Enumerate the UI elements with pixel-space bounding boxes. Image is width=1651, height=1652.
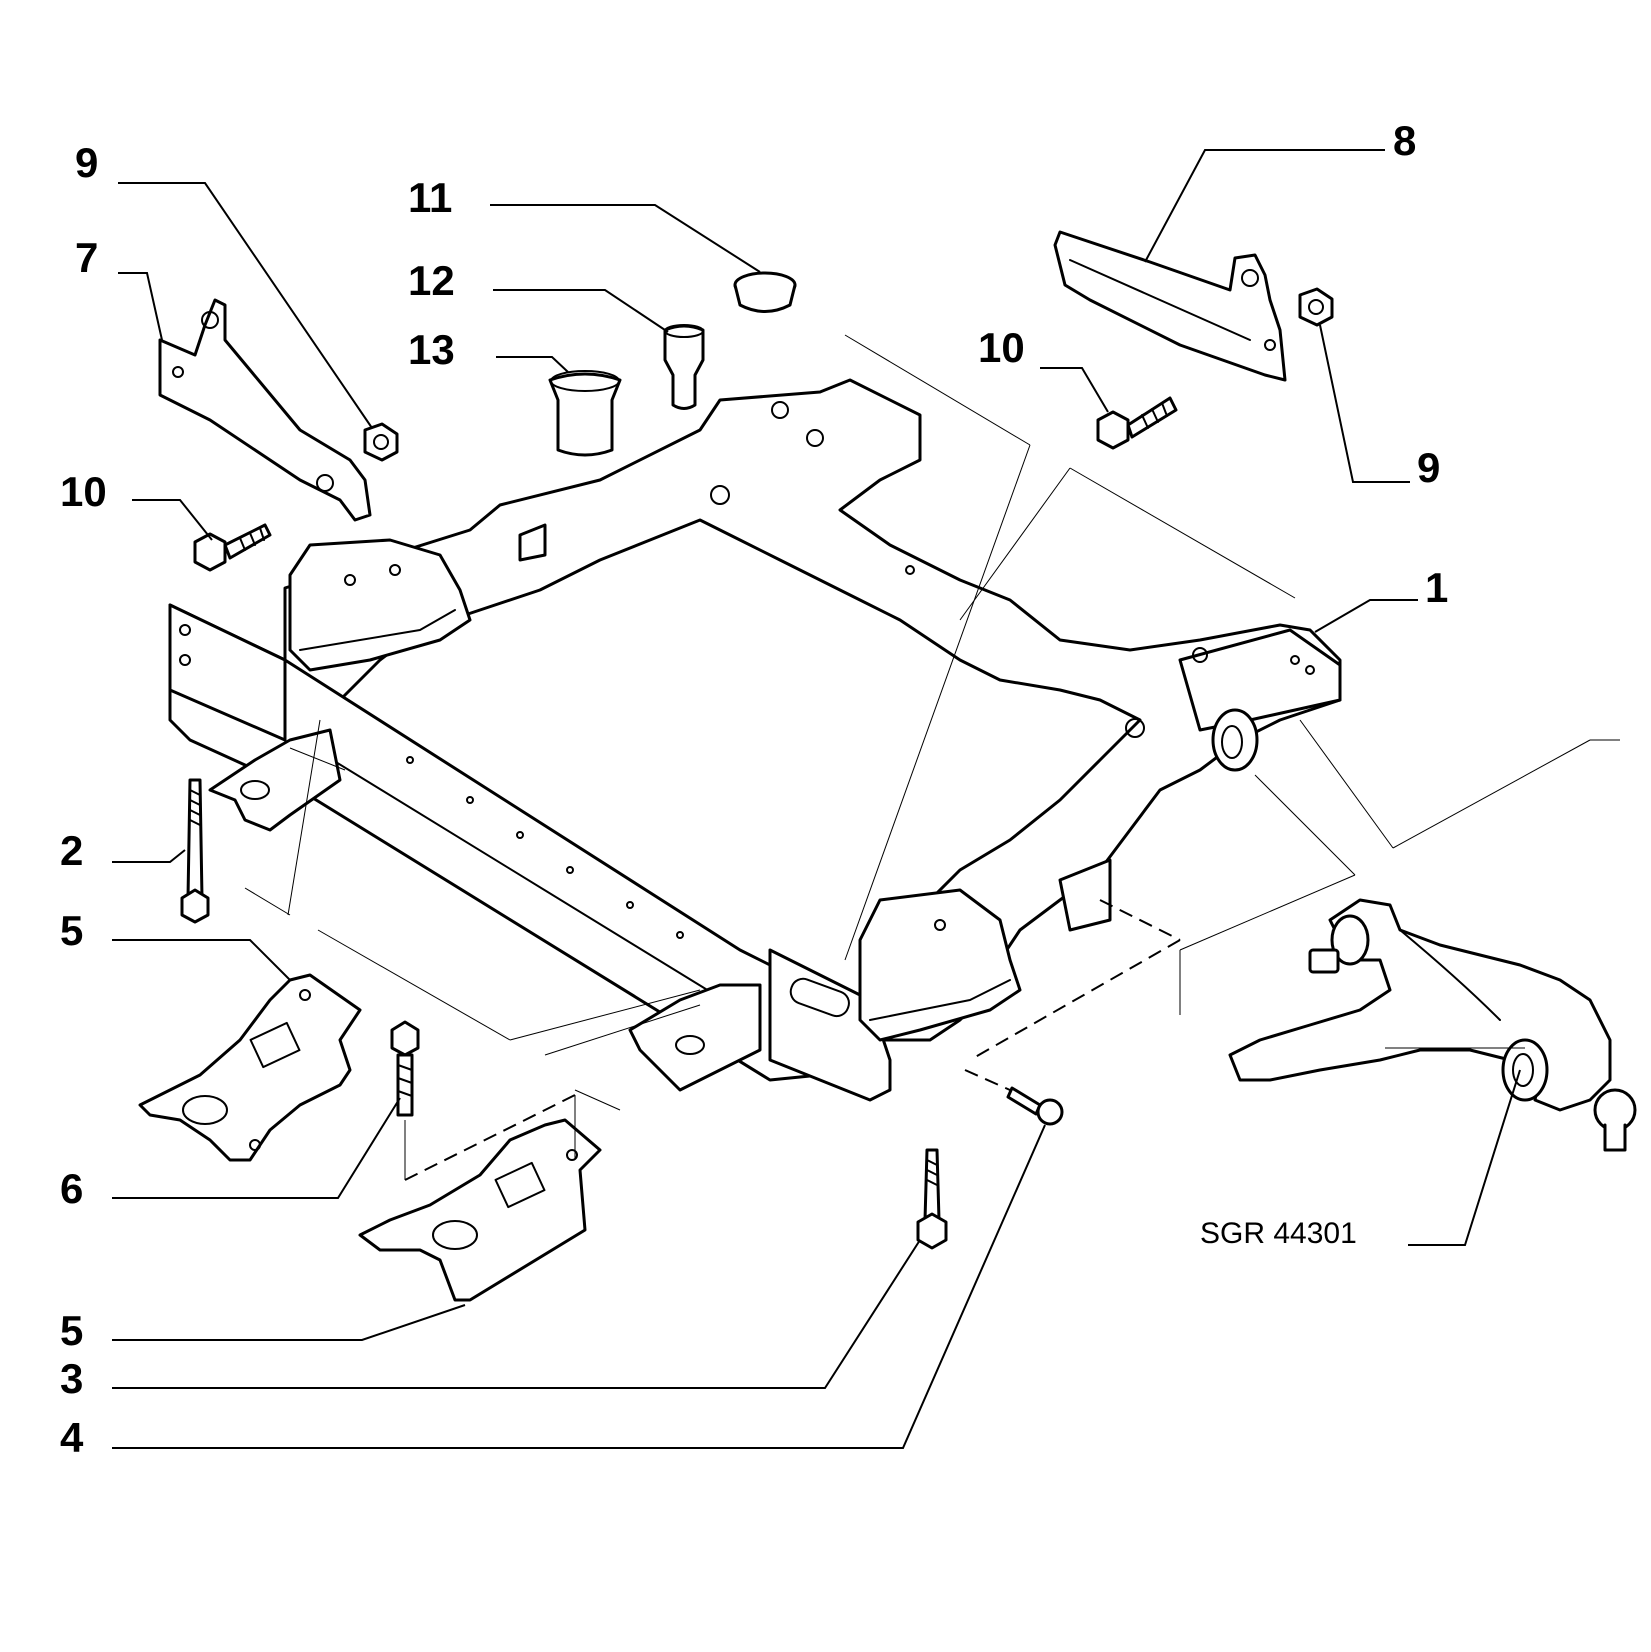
callout-8: 8 <box>1393 117 1416 164</box>
callout-6: 6 <box>60 1165 83 1212</box>
callout-5-upper: 5 <box>60 907 83 954</box>
bracket-8 <box>1053 230 1287 382</box>
callout-9-right: 9 <box>1417 444 1440 491</box>
callout-9-left: 9 <box>75 139 98 186</box>
callout-1: 1 <box>1425 564 1448 611</box>
bushing-13 <box>548 370 622 457</box>
bolt-2 <box>180 778 210 924</box>
bolt-6 <box>390 1020 420 1117</box>
bolt-10-right <box>1096 396 1178 450</box>
callout-3: 3 <box>60 1355 83 1402</box>
bracket-7 <box>158 298 372 522</box>
bracket-5-upper <box>138 973 362 1162</box>
callout-10-right: 10 <box>978 324 1025 371</box>
callout-7: 7 <box>75 234 98 281</box>
construction-lines <box>244 334 1620 1181</box>
nut-9-right <box>1298 287 1334 327</box>
screw-4 <box>1006 1086 1064 1126</box>
callout-11: 11 <box>408 174 452 221</box>
beam-holes <box>406 756 684 939</box>
callout-13: 13 <box>408 326 455 373</box>
leader-lines <box>112 149 1521 1449</box>
callout-2: 2 <box>60 827 83 874</box>
cap-11 <box>733 271 797 313</box>
bolt-3 <box>916 1148 948 1250</box>
reference-code: SGR 44301 <box>1200 1217 1357 1250</box>
subframe-assembly <box>168 378 1342 1102</box>
bracket-5-lower <box>358 1118 602 1302</box>
pin-12 <box>663 324 705 410</box>
bolt-10-left <box>193 523 272 572</box>
callout-5-lower: 5 <box>60 1307 83 1354</box>
callout-labels: 9 7 10 11 12 13 8 10 9 1 2 5 6 5 3 4 SGR… <box>60 117 1448 1461</box>
control-arm <box>1228 898 1637 1152</box>
callout-12: 12 <box>408 257 455 304</box>
callout-4: 4 <box>60 1414 84 1461</box>
callout-10-left: 10 <box>60 468 107 515</box>
nut-9-left <box>363 422 399 462</box>
